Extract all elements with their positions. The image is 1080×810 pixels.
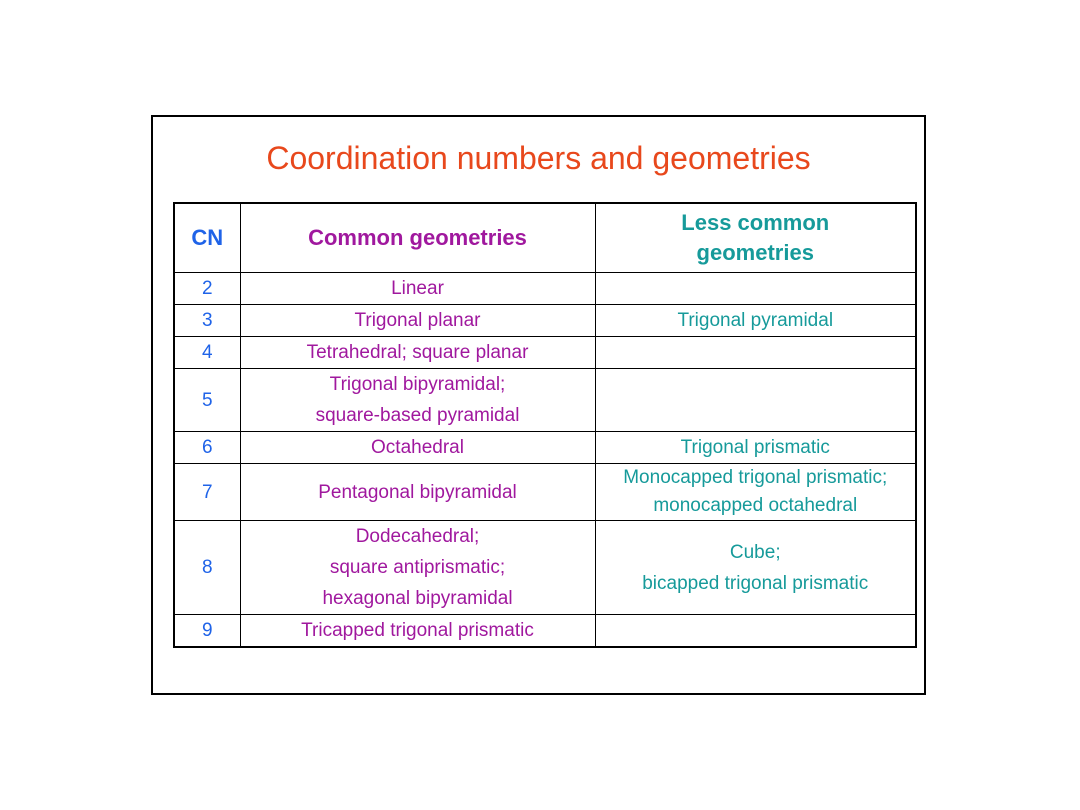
common-cell: Tetrahedral; square planar xyxy=(239,336,596,369)
table-row: 6 Octahedral Trigonal prismatic xyxy=(173,431,917,464)
slide-frame: Coordination numbers and geometries CN C… xyxy=(151,115,926,695)
header-cn: CN xyxy=(173,202,241,273)
less-line: monocapped octahedral xyxy=(653,495,858,516)
table-row: 8 Dodecahedral; square antiprismatic; he… xyxy=(173,520,917,615)
common-line: Pentagonal bipyramidal xyxy=(318,481,517,503)
less-common-cell xyxy=(594,368,917,432)
common-line: hexagonal bipyramidal xyxy=(322,588,513,609)
common-line: Linear xyxy=(391,278,444,299)
less-line: bicapped trigonal prismatic xyxy=(642,572,869,594)
cn-cell: 2 xyxy=(173,272,241,305)
cn-cell: 7 xyxy=(173,463,241,521)
common-cell: Dodecahedral; square antiprismatic; hexa… xyxy=(239,520,596,615)
common-line: Dodecahedral; xyxy=(355,526,480,547)
common-line: square antiprismatic; xyxy=(329,557,506,578)
common-line: Tetrahedral; square planar xyxy=(306,342,529,363)
less-line: Monocapped trigonal prismatic; xyxy=(623,467,888,488)
less-common-cell: Trigonal prismatic xyxy=(594,431,917,464)
common-line: square-based pyramidal xyxy=(315,405,520,426)
common-cell: Octahedral xyxy=(239,431,596,464)
common-cell: Pentagonal bipyramidal xyxy=(239,463,596,521)
slide-title: Coordination numbers and geometries xyxy=(266,140,811,176)
less-common-cell xyxy=(594,336,917,369)
header-common-geometries: Common geometries xyxy=(239,202,596,273)
less-line: Cube; xyxy=(729,541,781,563)
table-row: 2 Linear xyxy=(173,272,917,305)
cn-cell: 6 xyxy=(173,431,241,464)
common-line: Trigonal planar xyxy=(354,310,481,331)
cn-cell: 4 xyxy=(173,336,241,369)
common-cell: Linear xyxy=(239,272,596,305)
less-common-cell: Monocapped trigonal prismatic; monocappe… xyxy=(594,463,917,521)
coordination-table: CN Common geometries Less common geometr… xyxy=(173,202,917,648)
table-row: 4 Tetrahedral; square planar xyxy=(173,336,917,369)
cn-cell: 3 xyxy=(173,304,241,337)
cn-cell: 5 xyxy=(173,368,241,432)
header-less-line-2: geometries xyxy=(696,240,814,265)
cn-cell: 9 xyxy=(173,614,241,648)
table-row: 7 Pentagonal bipyramidal Monocapped trig… xyxy=(173,463,917,521)
less-common-cell: Cube; bicapped trigonal prismatic xyxy=(594,520,917,615)
common-line: Tricapped trigonal prismatic xyxy=(301,620,534,641)
less-common-cell xyxy=(594,272,917,305)
less-line: Trigonal pyramidal xyxy=(677,310,834,331)
table-row: 9 Tricapped trigonal prismatic xyxy=(173,614,917,648)
header-less-line-1: Less common xyxy=(681,210,830,235)
common-line: Trigonal bipyramidal; xyxy=(329,374,506,395)
cn-cell: 8 xyxy=(173,520,241,615)
table-row: 3 Trigonal planar Trigonal pyramidal xyxy=(173,304,917,337)
common-cell: Trigonal planar xyxy=(239,304,596,337)
less-common-cell: Trigonal pyramidal xyxy=(594,304,917,337)
common-cell: Tricapped trigonal prismatic xyxy=(239,614,596,648)
table-row: 5 Trigonal bipyramidal; square-based pyr… xyxy=(173,368,917,432)
common-cell: Trigonal bipyramidal; square-based pyram… xyxy=(239,368,596,432)
less-line: Trigonal prismatic xyxy=(680,437,830,458)
common-line: Octahedral xyxy=(371,437,464,458)
header-less-common-geometries: Less common geometries xyxy=(594,202,917,273)
less-common-cell xyxy=(594,614,917,648)
table-header-row: CN Common geometries Less common geometr… xyxy=(173,202,917,273)
